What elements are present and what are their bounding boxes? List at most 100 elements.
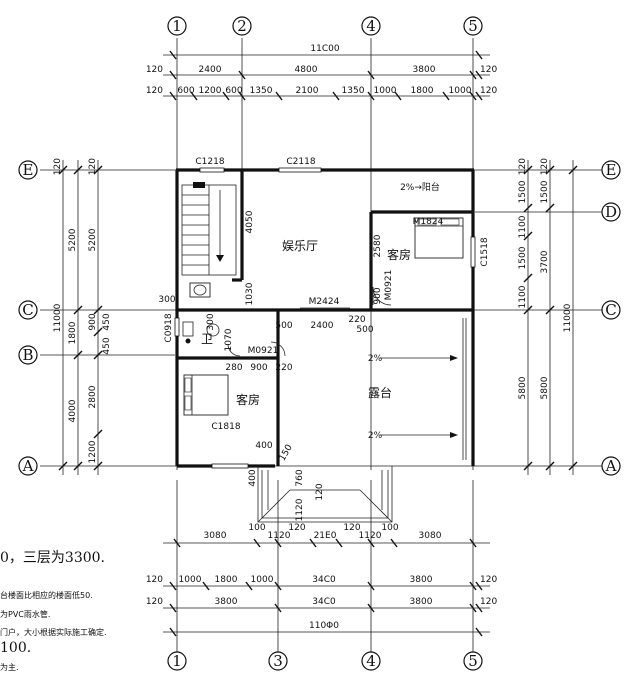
svg-text:1120: 1120 bbox=[295, 498, 305, 521]
exterior-walls bbox=[175, 168, 475, 468]
svg-text:120: 120 bbox=[288, 523, 305, 533]
svg-text:1000: 1000 bbox=[374, 86, 397, 96]
dim-right-outer: 120 1500 3700 5800 11000 bbox=[540, 158, 573, 400]
svg-text:1350: 1350 bbox=[250, 86, 273, 96]
svg-text:C1818: C1818 bbox=[211, 422, 240, 432]
terrace-railing bbox=[462, 318, 467, 460]
svg-text:120: 120 bbox=[480, 65, 497, 75]
svg-text:C: C bbox=[605, 301, 616, 319]
svg-text:100: 100 bbox=[381, 523, 398, 533]
bed-top-guest-room bbox=[414, 217, 464, 259]
interior-walls bbox=[177, 170, 473, 466]
axis-bubble-bottom-3: 3 bbox=[268, 651, 288, 671]
svg-text:M0921: M0921 bbox=[248, 346, 279, 356]
svg-text:11000: 11000 bbox=[563, 303, 573, 332]
axis-bubble-bottom-5: 5 bbox=[463, 651, 483, 671]
svg-text:M1824: M1824 bbox=[413, 217, 444, 227]
axis-bubble-right-D: D bbox=[601, 202, 621, 222]
svg-text:21E0: 21E0 bbox=[314, 531, 337, 541]
svg-text:1800: 1800 bbox=[215, 575, 238, 585]
svg-text:5200: 5200 bbox=[68, 228, 78, 251]
svg-text:2: 2 bbox=[237, 17, 247, 35]
svg-text:11000: 11000 bbox=[53, 303, 63, 332]
svg-text:台楼面比相应的楼面低50.: 台楼面比相应的楼面低50. bbox=[0, 590, 93, 600]
svg-text:4800: 4800 bbox=[295, 65, 318, 75]
inner-dimension-labels: 4050 1030 2580 900 300 300 500 2400 220 … bbox=[158, 210, 383, 521]
svg-text:120: 120 bbox=[315, 483, 325, 500]
svg-text:120: 120 bbox=[146, 86, 163, 96]
dim-bottom-row3: 120 3800 34C0 3800 120 bbox=[146, 597, 498, 607]
svg-text:100: 100 bbox=[248, 523, 265, 533]
svg-text:1: 1 bbox=[172, 17, 182, 35]
svg-text:3: 3 bbox=[273, 652, 283, 670]
axis-grid-lines bbox=[40, 38, 620, 652]
axis-bubble-left-C: C bbox=[18, 300, 38, 320]
svg-text:1120: 1120 bbox=[268, 531, 291, 541]
svg-text:1200: 1200 bbox=[88, 440, 98, 463]
svg-text:2400: 2400 bbox=[311, 321, 334, 331]
svg-text:E: E bbox=[606, 161, 617, 179]
axis-bubble-right-E: E bbox=[601, 160, 621, 180]
terrace-slope-arrows bbox=[380, 355, 458, 438]
svg-text:5800: 5800 bbox=[518, 376, 528, 399]
svg-text:3800: 3800 bbox=[413, 65, 436, 75]
svg-text:B: B bbox=[22, 346, 33, 364]
svg-text:1500: 1500 bbox=[540, 180, 550, 203]
terrace-slope-bottom: 2% bbox=[368, 431, 383, 441]
svg-text:3800: 3800 bbox=[410, 575, 433, 585]
axis-bubble-top-1: 1 bbox=[167, 16, 187, 36]
axis-bubble-left-A: A bbox=[18, 456, 38, 476]
svg-text:450: 450 bbox=[102, 313, 112, 330]
top-dimension-chain bbox=[163, 50, 490, 101]
dim-top-row3: 120 600 1200 600 1350 2100 1350 1000 180… bbox=[146, 86, 498, 96]
svg-text:M0921: M0921 bbox=[384, 270, 394, 301]
svg-text:3700: 3700 bbox=[540, 250, 550, 273]
dim-bottom-row2: 120 1000 1800 1000 34C0 3800 120 bbox=[146, 575, 498, 585]
svg-text:500: 500 bbox=[275, 321, 292, 331]
svg-text:1500: 1500 bbox=[518, 246, 528, 269]
svg-text:450: 450 bbox=[102, 337, 112, 354]
svg-text:1200: 1200 bbox=[199, 86, 222, 96]
svg-text:C2118: C2118 bbox=[286, 157, 315, 167]
svg-text:A: A bbox=[22, 457, 34, 475]
svg-text:120: 120 bbox=[518, 158, 528, 175]
axis-bubble-bottom-1: 1 bbox=[167, 651, 187, 671]
svg-text:34C0: 34C0 bbox=[312, 597, 336, 607]
svg-text:2800: 2800 bbox=[88, 385, 98, 408]
svg-text:2580: 2580 bbox=[373, 234, 383, 257]
svg-text:120: 120 bbox=[480, 597, 497, 607]
svg-text:120: 120 bbox=[146, 575, 163, 585]
svg-text:D: D bbox=[605, 203, 617, 221]
dim-left-inner: 120 5200 900 450 450 2800 1200 bbox=[88, 158, 112, 464]
svg-text:1000: 1000 bbox=[449, 86, 472, 96]
svg-text:120: 120 bbox=[480, 575, 497, 585]
svg-text:600: 600 bbox=[177, 86, 194, 96]
left-dimension-chain bbox=[58, 160, 103, 475]
svg-text:3080: 3080 bbox=[204, 531, 227, 541]
svg-text:760: 760 bbox=[295, 469, 305, 486]
svg-text:1500: 1500 bbox=[518, 180, 528, 203]
windows bbox=[174, 167, 476, 469]
svg-text:400: 400 bbox=[255, 441, 272, 451]
svg-text:4000: 4000 bbox=[68, 399, 78, 422]
staircase bbox=[181, 182, 237, 276]
dim-bottom-row1: 3080 100 1120 120 21E0 120 1120 100 3080 bbox=[204, 523, 442, 541]
svg-text:220: 220 bbox=[275, 363, 292, 373]
svg-text:3800: 3800 bbox=[410, 597, 433, 607]
svg-text:120: 120 bbox=[540, 158, 550, 175]
svg-text:1070: 1070 bbox=[224, 328, 234, 351]
room-label-balcony: 2%→阳台 bbox=[400, 181, 440, 193]
svg-text:1: 1 bbox=[172, 652, 182, 670]
svg-text:300: 300 bbox=[206, 313, 216, 330]
svg-text:120: 120 bbox=[343, 523, 360, 533]
svg-text:C1218: C1218 bbox=[195, 157, 224, 167]
axis-bubble-top-4: 4 bbox=[361, 16, 381, 36]
svg-text:600: 600 bbox=[225, 86, 242, 96]
axis-bubble-right-C: C bbox=[601, 300, 621, 320]
dim-bottom-total: 110Φ0 bbox=[309, 621, 339, 631]
svg-text:1800: 1800 bbox=[411, 86, 434, 96]
toilet-fixtures bbox=[182, 282, 220, 344]
svg-text:120: 120 bbox=[88, 158, 98, 175]
svg-text:0，三层为3300.: 0，三层为3300. bbox=[0, 550, 105, 566]
